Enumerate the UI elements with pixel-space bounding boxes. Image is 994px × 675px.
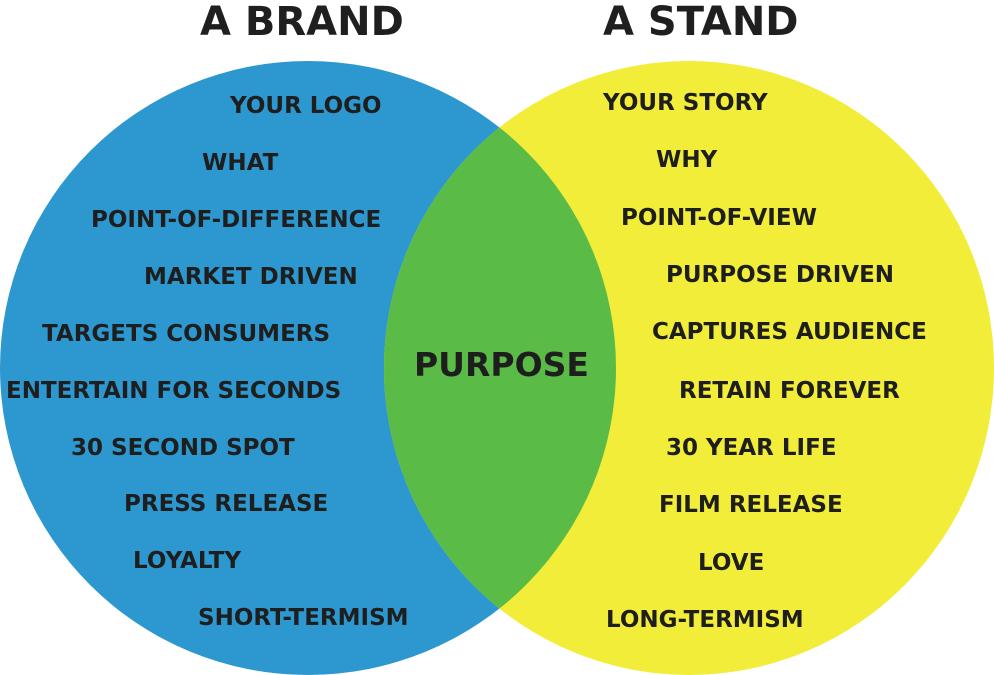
brand-item: POINT-OF-DIFFERENCE xyxy=(91,207,382,233)
brand-item: ENTERTAIN FOR SECONDS xyxy=(6,378,342,404)
brand-item: SHORT-TERMISM xyxy=(198,605,409,631)
stand-item: FILM RELEASE xyxy=(659,492,843,518)
intersection-region xyxy=(384,61,616,675)
stand-item: RETAIN FOREVER xyxy=(679,378,900,404)
stand-item: LOVE xyxy=(698,550,765,576)
intersection-label: PURPOSE xyxy=(414,345,589,384)
right-set-title: A STAND xyxy=(603,0,799,45)
brand-item: YOUR LOGO xyxy=(230,93,382,119)
stand-item: PURPOSE DRIVEN xyxy=(666,262,895,288)
stand-item: WHY xyxy=(656,147,718,173)
brand-item: MARKET DRIVEN xyxy=(144,264,358,290)
stand-item: YOUR STORY xyxy=(603,90,768,116)
left-set-title: A BRAND xyxy=(200,0,404,45)
stand-item: POINT-OF-VIEW xyxy=(621,205,817,231)
brand-item: TARGETS CONSUMERS xyxy=(42,321,331,347)
stand-item: 30 YEAR LIFE xyxy=(666,435,837,461)
brand-item: PRESS RELEASE xyxy=(124,491,329,517)
brand-item: WHAT xyxy=(202,150,279,176)
brand-item: 30 SECOND SPOT xyxy=(71,435,295,461)
stand-item: CAPTURES AUDIENCE xyxy=(652,319,927,345)
brand-item: LOYALTY xyxy=(133,548,242,574)
stand-item: LONG-TERMISM xyxy=(606,607,804,633)
